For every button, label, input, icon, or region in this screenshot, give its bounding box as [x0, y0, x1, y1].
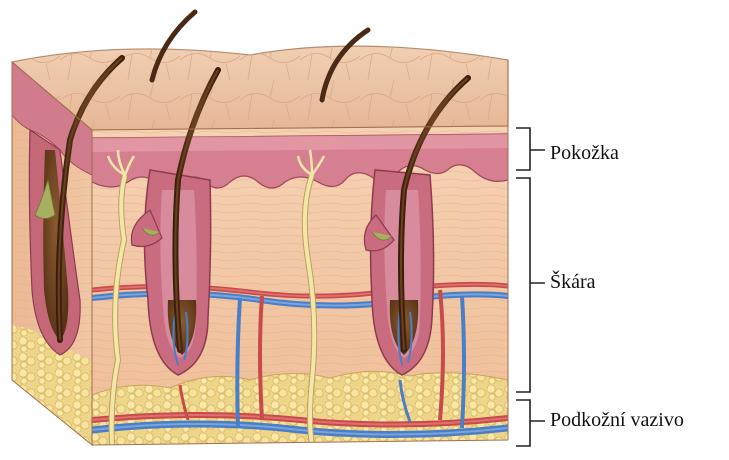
epidermis-bracket	[516, 128, 545, 170]
hypodermis-bracket	[516, 400, 545, 446]
dermis-bracket	[516, 178, 545, 392]
dermis-label: Škára	[550, 272, 596, 292]
hypodermis-label: Podkožní vazivo	[550, 410, 684, 430]
skin-front-face	[90, 125, 510, 455]
epidermis-label: Pokožka	[550, 143, 619, 163]
layer-brackets	[516, 128, 545, 446]
